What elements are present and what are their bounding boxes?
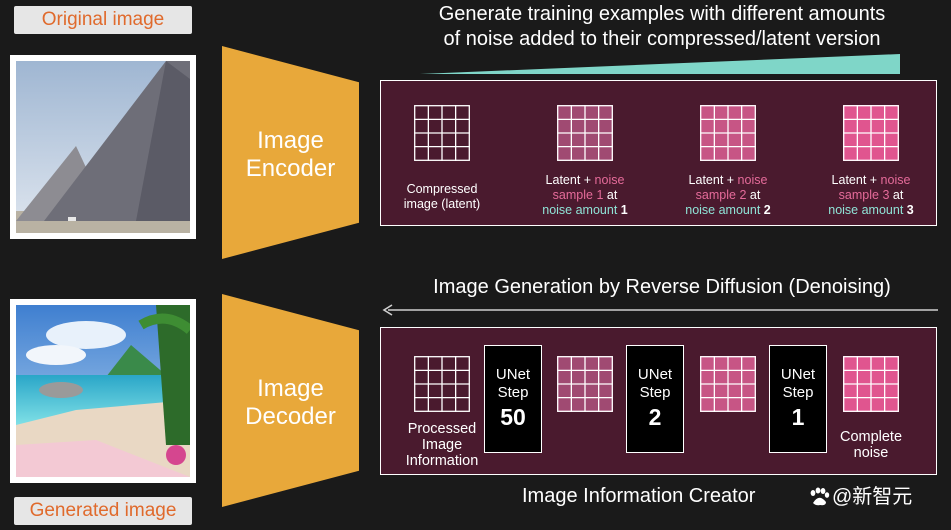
- image-decoder-line2: Decoder: [245, 403, 336, 430]
- image-encoder-line1: Image: [257, 127, 324, 154]
- sample-text: sample 1: [552, 188, 604, 202]
- step-number: 2: [648, 404, 662, 430]
- noisy-grid-3: [843, 105, 899, 161]
- compressed-caption: Compressed image (latent): [387, 182, 497, 212]
- generated-image-label: Generated image: [14, 497, 192, 525]
- noise-text: noise: [594, 173, 625, 187]
- compressed-caption-line1: Compressed: [406, 182, 478, 196]
- sample-text: sample 2: [695, 188, 747, 202]
- image-encoder-label: Image Encoder: [222, 127, 359, 183]
- amount-text: noise amount: [828, 203, 907, 217]
- processed-line2: Image: [421, 437, 463, 453]
- step-number: 50: [500, 404, 526, 430]
- denoise-grid-1: [557, 356, 613, 412]
- original-image-label: Original image: [14, 6, 192, 34]
- image-decoder-label: Image Decoder: [222, 375, 359, 431]
- unet-label: UNet: [780, 366, 816, 383]
- latent-text: Latent +: [831, 173, 881, 187]
- complete-noise-grid: [843, 356, 899, 412]
- image-encoder-shape: [222, 46, 359, 259]
- sample-text: sample 3: [838, 188, 890, 202]
- amount-number: 3: [906, 203, 914, 217]
- processed-grid: [414, 356, 470, 412]
- unet-label: UNet: [495, 366, 531, 383]
- top-headline: Generate training examples with differen…: [386, 2, 938, 52]
- latent-text: Latent +: [688, 173, 738, 187]
- at-text: at: [603, 188, 618, 202]
- amount-number: 1: [620, 203, 628, 217]
- complete-line2: noise: [853, 445, 889, 461]
- unet-step-box-1: UNet Step 1: [769, 345, 827, 453]
- amount-text: noise amount: [542, 203, 621, 217]
- step-number: 1: [791, 404, 805, 430]
- watermark-text: @新智元: [832, 486, 913, 508]
- sample-caption-3: Latent + noise sample 3 at noise amount …: [816, 173, 926, 218]
- step-label: Step: [639, 384, 671, 401]
- latent-grid: [414, 105, 470, 161]
- latent-text: Latent +: [545, 173, 595, 187]
- processed-caption: Processed Image Information: [392, 421, 492, 469]
- processed-line3: Information: [405, 453, 479, 469]
- left-arrow-icon: [382, 304, 938, 316]
- denoise-grid-2: [700, 356, 756, 412]
- image-information-creator-label: Image Information Creator: [522, 485, 756, 507]
- noisy-grid-1: [557, 105, 613, 161]
- amount-text: noise amount: [685, 203, 764, 217]
- image-encoder-line2: Encoder: [245, 155, 336, 182]
- top-headline-line2: of noise added to their compressed/laten…: [443, 28, 881, 50]
- at-text: at: [746, 188, 761, 202]
- generated-image-photo: [10, 299, 196, 483]
- amount-number: 2: [763, 203, 771, 217]
- noise-text: noise: [737, 173, 768, 187]
- bottom-headline: Image Generation by Reverse Diffusion (D…: [433, 276, 891, 298]
- unet-label: UNet: [637, 366, 673, 383]
- complete-noise-caption: Complete noise: [826, 429, 916, 461]
- image-decoder-shape: [222, 294, 359, 507]
- step-label: Step: [497, 384, 529, 401]
- noise-wedge-icon: [420, 54, 900, 74]
- original-image-photo: [10, 55, 196, 239]
- image-decoder-line1: Image: [257, 375, 324, 402]
- paw-icon: [810, 487, 830, 506]
- top-headline-line1: Generate training examples with differen…: [438, 3, 886, 25]
- processed-line1: Processed: [407, 421, 477, 437]
- sample-caption-2: Latent + noise sample 2 at noise amount …: [673, 173, 783, 218]
- unet-step-box-50: UNet Step 50: [484, 345, 542, 453]
- at-text: at: [889, 188, 904, 202]
- noise-text: noise: [880, 173, 911, 187]
- compressed-caption-line2: image (latent): [403, 197, 481, 211]
- sample-caption-1: Latent + noise sample 1 at noise amount …: [530, 173, 640, 218]
- step-label: Step: [782, 384, 814, 401]
- complete-line1: Complete: [839, 429, 903, 445]
- unet-step-box-2: UNet Step 2: [626, 345, 684, 453]
- noisy-grid-2: [700, 105, 756, 161]
